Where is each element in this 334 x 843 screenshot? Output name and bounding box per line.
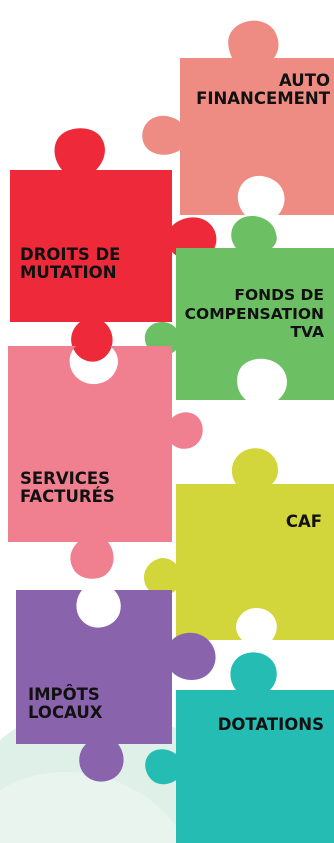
puzzle-piece-fonds-de-compensation-tva	[144, 215, 334, 400]
label-line: AUTO	[279, 71, 330, 90]
label-line: IMPÔTS	[28, 685, 100, 704]
label-line: LOCAUX	[28, 702, 103, 722]
label-line: MUTATION	[20, 262, 117, 282]
puzzle-piece-droits-de-mutation	[10, 128, 217, 362]
puzzle-piece-auto-financement	[142, 20, 334, 215]
label-line: DOTATIONS	[217, 715, 324, 734]
puzzle-piece-caf	[143, 448, 334, 640]
label-line: CAF	[285, 512, 322, 531]
puzzle-piece-services-factures	[8, 346, 203, 579]
label-line: FACTURÉS	[20, 486, 115, 506]
background-wash	[0, 771, 185, 843]
label-line: DROITS DE	[20, 245, 121, 264]
puzzle-piece-dotations	[145, 652, 334, 843]
label-caf: CAF	[286, 513, 322, 531]
label-line: FONDS DE	[234, 286, 324, 304]
label-line: COMPENSATION	[184, 304, 324, 323]
puzzle-piece-impots-locaux	[16, 590, 216, 782]
label-line: SERVICES	[20, 469, 111, 488]
label-line: FINANCEMENT	[196, 88, 330, 108]
label-line: TVA	[290, 323, 324, 342]
label-dotations: DOTATIONS	[218, 716, 324, 734]
